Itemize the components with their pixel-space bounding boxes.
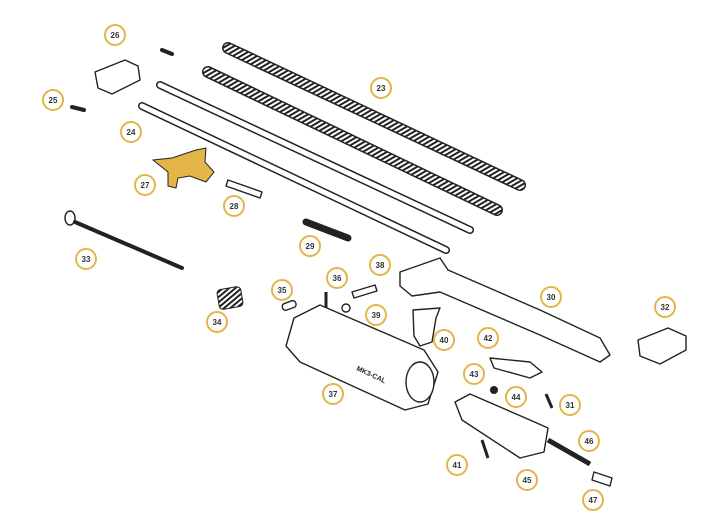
callout-41: 41 <box>446 454 468 476</box>
callout-27: 27 <box>134 174 156 196</box>
callout-42: 42 <box>477 327 499 349</box>
callout-47: 47 <box>582 489 604 511</box>
callout-45: 45 <box>516 469 538 491</box>
callout-32: 32 <box>654 296 676 318</box>
callout-29: 29 <box>299 235 321 257</box>
part-42 <box>489 357 543 379</box>
callout-35: 35 <box>271 279 293 301</box>
callout-37: 37 <box>322 383 344 405</box>
callout-44: 44 <box>505 386 527 408</box>
callout-38: 38 <box>369 254 391 276</box>
part-27 <box>151 147 215 189</box>
part-26 <box>94 59 141 95</box>
callout-34: 34 <box>206 311 228 333</box>
callout-46: 46 <box>578 430 600 452</box>
callout-25: 25 <box>42 89 64 111</box>
callout-40: 40 <box>433 329 455 351</box>
part-45-bolt <box>454 393 549 459</box>
spring-23 <box>202 42 526 216</box>
part-33 <box>64 210 184 270</box>
part-30 <box>399 257 611 363</box>
guide-rods-24 <box>138 81 474 254</box>
callout-43: 43 <box>463 363 485 385</box>
callout-24: 24 <box>120 121 142 143</box>
callout-36: 36 <box>326 267 348 289</box>
callout-30: 30 <box>540 286 562 308</box>
callout-33: 33 <box>75 248 97 270</box>
callout-31: 31 <box>559 394 581 416</box>
part-32 <box>637 327 687 365</box>
part-28 <box>225 179 263 199</box>
callout-26: 26 <box>104 24 126 46</box>
callout-39: 39 <box>365 304 387 326</box>
part-40 <box>412 307 441 347</box>
callout-23: 23 <box>370 77 392 99</box>
callout-28: 28 <box>223 195 245 217</box>
part-37-bolt-carrier: MK3-CAL <box>285 304 439 411</box>
